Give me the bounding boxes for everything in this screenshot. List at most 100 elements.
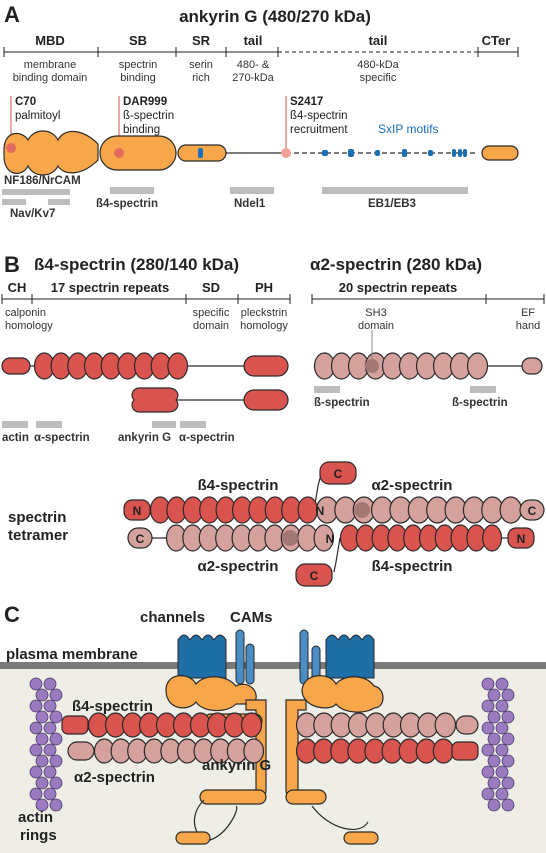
actin-bead [495, 721, 509, 735]
actin-bead [35, 732, 49, 746]
domain-tail2-label: tail [369, 33, 388, 48]
ankyrin-g-schematic [3, 130, 519, 176]
tetramer-c-left: C [136, 532, 145, 546]
sxip-motifs-label: SxIP motifs [378, 122, 438, 136]
rings-label: rings [20, 827, 57, 844]
sr-desc-2: rich [192, 72, 210, 84]
s2417-desc-1: ß4-spectrin [290, 110, 348, 122]
panel-a-letter: A [4, 2, 20, 27]
actin-bead [495, 677, 509, 691]
sr-desc-1: serin [189, 59, 213, 71]
b4-spectrin-title: ß4-spectrin (280/140 kDa) [34, 255, 239, 274]
tetramer-b4-bead [482, 524, 503, 552]
plasma-membrane-label: plasma membrane [6, 646, 138, 663]
ch-desc-2: homology [5, 320, 53, 332]
b4-spectrin-repeats [33, 352, 189, 380]
b4-ph-label: PH [255, 280, 273, 295]
nf186-bar-2 [30, 189, 70, 195]
eb1-eb3-binder-label: EB1/EB3 [368, 198, 416, 210]
actin-bead [29, 743, 43, 757]
a2-repeat-bead [466, 352, 489, 380]
actin-bead [35, 754, 49, 768]
sb-domain-shape [99, 135, 177, 171]
c-a2-spectrin-label: α2-spectrin [74, 769, 155, 786]
actin-bead [495, 787, 509, 801]
tail2-desc-1: 480-kDa [357, 59, 399, 71]
actin-bead [495, 743, 509, 757]
ch-desc-1: calponin [5, 307, 46, 319]
cter-domain-shape [481, 145, 519, 161]
sxip-motif [463, 149, 467, 157]
tetramer-n-left: N [133, 504, 142, 518]
actin-bead [481, 721, 495, 735]
actin-bead [501, 732, 515, 746]
ph-desc-1: pleckstrin [241, 307, 287, 319]
actin-rings-left [29, 677, 63, 812]
nav-bar-1 [2, 199, 26, 205]
mbd-desc-2: binding domain [13, 72, 88, 84]
dar999-desc-2: binding [123, 124, 160, 136]
actin-bead [501, 710, 515, 724]
tetramer-b4-top-repeats [149, 496, 319, 524]
domain-tail1-label: tail [244, 33, 263, 48]
ph-domain-shape-2 [243, 389, 289, 411]
actin-bead [35, 776, 49, 790]
sodium-channel-left [177, 634, 227, 679]
b4-repeat-bead [167, 352, 189, 380]
tail1-desc-1: 480- & [237, 59, 270, 71]
mbd-domain-shape [3, 130, 99, 176]
beta-spectrin-bar-2 [470, 386, 496, 393]
actin-bead [43, 743, 57, 757]
actin-bead [487, 754, 501, 768]
c70-palmitoyl-label: palmitoyl [15, 110, 60, 122]
sh3-domain-dot [365, 359, 379, 373]
tetramer-b4-top-label: ß4-spectrin [198, 477, 279, 494]
actin-bead [49, 754, 63, 768]
domain-cter-label: CTer [482, 33, 511, 48]
sodium-channel-right [325, 634, 375, 679]
sxip-motif [322, 150, 328, 156]
actin-bead [487, 798, 501, 812]
actin-bead [501, 776, 515, 790]
nav-bar-2 [48, 199, 70, 205]
actin-bead [43, 677, 57, 691]
beta-spectrin-binder-label-2: ß-spectrin [452, 397, 508, 409]
sxip-motif [452, 149, 456, 157]
actin-bar [2, 421, 28, 428]
actin-bead [29, 721, 43, 735]
c-ankyrin-g-label: ankyrin G [202, 757, 271, 774]
ankyrin-g-title: ankyrin G (480/270 kDa) [179, 7, 371, 26]
tetramer-a2-top-repeats [315, 496, 523, 524]
tetramer-b4-bottom-repeats [339, 524, 503, 552]
ch-domain-shape [1, 357, 31, 375]
panel-b-letter: B [4, 252, 20, 277]
actin-bead [43, 699, 57, 713]
actin-bead [495, 765, 509, 779]
ph-desc-2: homology [240, 320, 288, 332]
actin-bead [481, 743, 495, 757]
actin-bead [481, 787, 495, 801]
sxip-motif [198, 148, 203, 158]
dar999-site-dot [114, 148, 124, 158]
actin-bead [487, 732, 501, 746]
c70-label: C70 [15, 96, 36, 108]
actin-binder-label: actin [2, 432, 29, 444]
tail1-desc-2: 270-kDa [232, 72, 274, 84]
sd-desc-1: specific [193, 307, 230, 319]
beta-spectrin-bar-1 [314, 386, 340, 393]
c-a2-bead [243, 738, 265, 764]
ankyrin-g-binder-label: ankyrin G [118, 432, 171, 444]
alpha-spectrin-binder-label-2: α-spectrin [179, 432, 235, 444]
ef-hand-shape [521, 357, 543, 375]
tetramer-label-1: spectrin [8, 509, 66, 526]
alpha-spectrin-bar-1 [36, 421, 62, 428]
b4-sd-label: SD [202, 280, 220, 295]
c70-site-dot [6, 143, 16, 153]
actin-bead [49, 776, 63, 790]
actin-bead [481, 699, 495, 713]
s2417-label: S2417 [290, 96, 323, 108]
a2-domain-ruler [311, 294, 545, 304]
tetramer-a2-bead [499, 496, 523, 524]
alpha-spectrin-bar-2 [180, 421, 206, 428]
